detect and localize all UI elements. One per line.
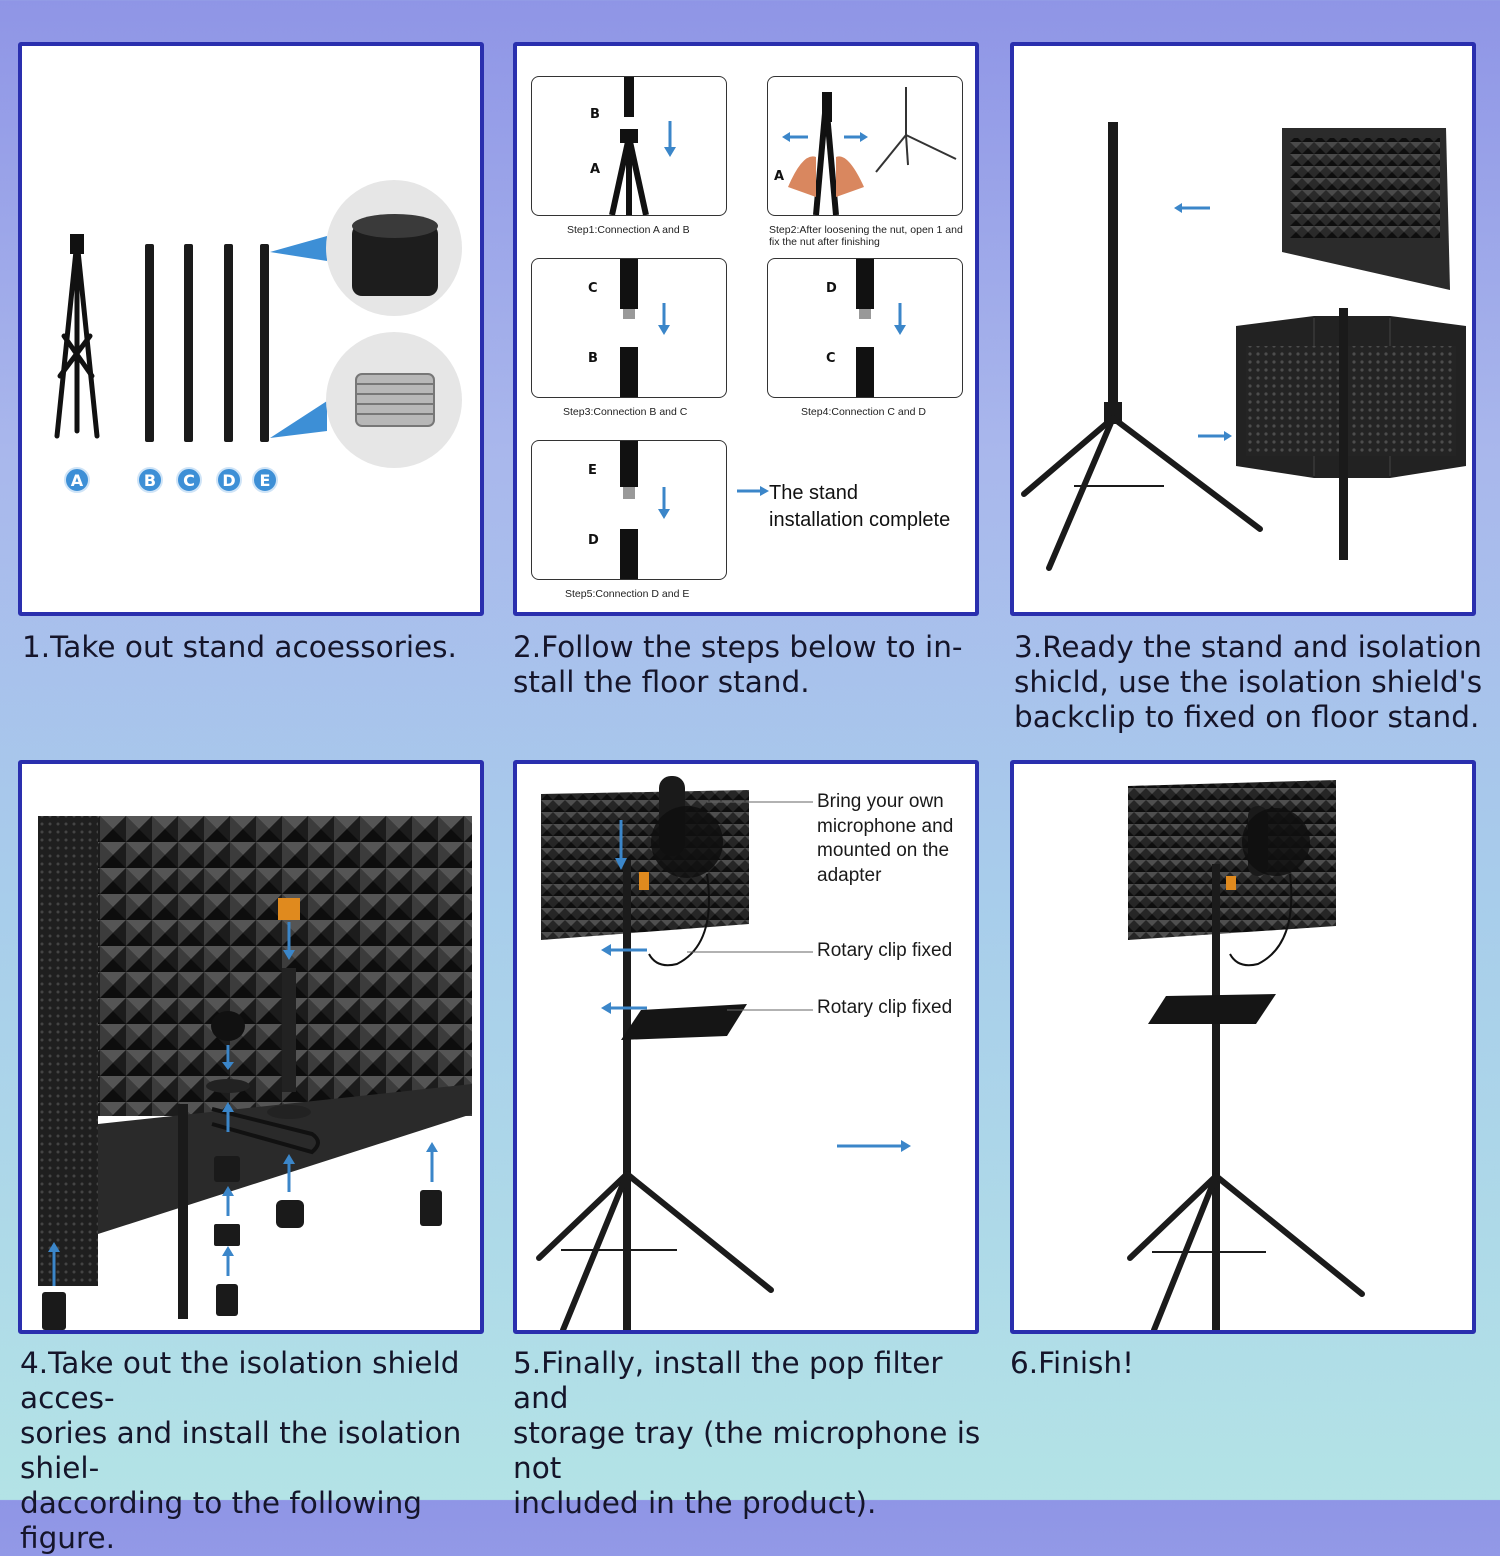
step-5-caption: 5.Finally, install the pop filter and st… — [513, 1346, 981, 1520]
step-2-letter: A — [774, 169, 785, 184]
stand-and-shield-illustration — [1021, 122, 1466, 571]
rotary-clip-note-2: Rotary clip fixed — [817, 997, 953, 1018]
step-5-label: Step5:Connection D and E — [565, 588, 690, 600]
finished-setup-illustration — [1127, 780, 1365, 1330]
step-4-bottom-letter: C — [826, 351, 836, 366]
step-1-top-letter: B — [590, 107, 600, 122]
pop-filter-tray-illustration — [536, 776, 911, 1330]
panel-take-out-accessories: A B C D E — [18, 42, 484, 616]
stand-accessories-illustration — [54, 180, 462, 468]
step-3-bottom-letter: B — [588, 351, 598, 366]
step-2-box: A — [767, 76, 963, 216]
step-1-bottom-letter: A — [590, 162, 601, 177]
letter-badge-e: E — [252, 467, 278, 493]
panel-shield-accessories — [18, 760, 484, 1334]
rotary-clip-note-1: Rotary clip fixed — [817, 940, 953, 961]
step-1-box: B A — [531, 76, 727, 216]
step-5-top-letter: E — [588, 463, 597, 478]
step-1-label: Step1:Connection A and B — [567, 224, 690, 236]
panel-install-floor-stand: B A Step1:Connection A and B A Ste — [513, 42, 979, 616]
step-4-box: D C — [767, 258, 963, 398]
step-5-bottom-letter: D — [588, 533, 599, 548]
shield-accessories-illustration — [38, 816, 472, 1330]
microphone-note: Bring your own microphone and mounted on… — [817, 791, 954, 886]
letter-badge-c: C — [176, 467, 202, 493]
step-6-caption: 6.Finish! — [1010, 1346, 1134, 1380]
step-5-box: E D — [531, 440, 727, 580]
step-4-caption: 4.Take out the isolation shield acces- s… — [20, 1346, 462, 1555]
letter-badge-a: A — [64, 467, 90, 493]
panel-install-pop-filter-and-tray: Bring your own microphone and mounted on… — [513, 760, 979, 1334]
step-2-caption: 2.Follow the steps below to in- stall th… — [513, 630, 963, 699]
step-4-top-letter: D — [826, 281, 837, 296]
step-4-label: Step4:Connection C and D — [801, 406, 926, 418]
installation-complete-text: The stand installation complete — [769, 482, 951, 531]
step-1-caption: 1.Take out stand acoessories. — [22, 630, 457, 664]
step-3-box: C B — [531, 258, 727, 398]
step-3-caption: 3.Ready the stand and isolation shicld, … — [1014, 630, 1483, 734]
panel-finish — [1010, 760, 1476, 1334]
panel-ready-stand-and-shield — [1010, 42, 1476, 616]
letter-badge-b: B — [137, 467, 163, 493]
step-3-label: Step3:Connection B and C — [563, 406, 688, 418]
letter-badge-d: D — [216, 467, 242, 493]
step-2-label: Step2:After loosening the nut, open 1 an… — [769, 224, 963, 248]
step-3-top-letter: C — [588, 281, 598, 296]
